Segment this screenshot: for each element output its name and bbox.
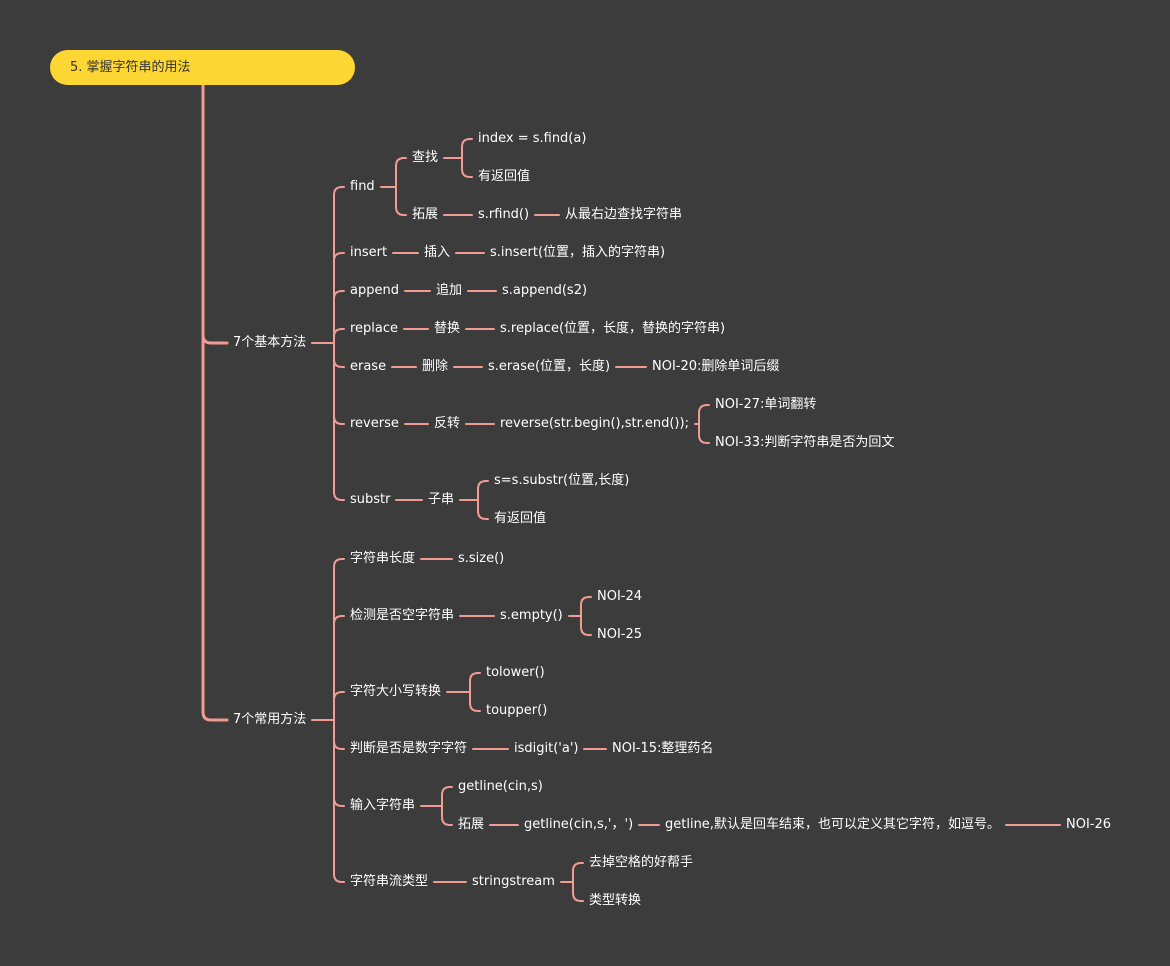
branch-connector (698, 404, 710, 425)
mindmap-node-1-3[interactable]: 判断是否是数字字符 (350, 741, 468, 756)
mindmap-node-reverse[interactable]: reverse (350, 416, 399, 431)
mindmap-node-erase[interactable]: erase (350, 359, 387, 374)
mindmap-node-0-3-0[interactable]: 替换 (434, 321, 461, 336)
mindmap-node-reverse-str-begin-str-end[interactable]: reverse(str.begin(),str.end()); (500, 416, 689, 431)
branch-connector (333, 342, 345, 501)
branch-connector (333, 691, 345, 721)
branch-connector (441, 805, 453, 826)
mindmap-node-1-0[interactable]: 字符串长度 (350, 551, 416, 566)
mindmap-node-noi-24[interactable]: NOI-24 (597, 589, 643, 604)
mindmap-node-1-5-0-1[interactable]: 类型转换 (589, 893, 642, 908)
branch-connector (461, 157, 473, 178)
mindmap-node-1-5-0-0[interactable]: 去掉空格的好帮手 (589, 855, 694, 870)
branch-connector (572, 862, 584, 883)
mindmap-node-noi-15[interactable]: NOI-15:整理药名 (612, 741, 714, 756)
mindmap-node-0-0-1-0-0[interactable]: 从最右边查找字符串 (565, 207, 683, 222)
branch-connector (469, 672, 481, 693)
branch-connector (333, 615, 345, 721)
branch-connector (477, 499, 489, 520)
mindmap-node-replace[interactable]: replace (350, 321, 399, 336)
mindmap-node-1-1[interactable]: 检测是否空字符串 (350, 608, 455, 623)
mindmap-node-1-4[interactable]: 输入字符串 (350, 798, 416, 813)
branch-connector (461, 138, 473, 159)
mindmap-node-tolower[interactable]: tolower() (486, 665, 545, 680)
branch-connector (698, 423, 710, 444)
branch-connector (333, 290, 345, 344)
branch-connector (333, 252, 345, 344)
mindmap-node-append[interactable]: append (350, 283, 399, 298)
mindmap-node-1-5[interactable]: 字符串流类型 (350, 874, 429, 889)
mindmap-node-0-2-0[interactable]: 追加 (436, 283, 463, 298)
branch-connector (441, 786, 453, 807)
branch-connector (333, 558, 345, 721)
mindmap-node-insert[interactable]: insert (350, 245, 388, 260)
mindmap-node-getline-cin-s[interactable]: getline(cin,s) (458, 779, 543, 794)
mindmap-node-s-empty[interactable]: s.empty() (500, 608, 563, 623)
mindmap-node-isdigit-a[interactable]: isdigit('a') (514, 741, 579, 756)
branch-connector (572, 881, 584, 902)
branch-connector (333, 328, 345, 344)
mindmap-node-s-replace[interactable]: s.replace(位置，长度，替换的字符串) (500, 321, 726, 336)
branch-connector (333, 342, 345, 368)
mindmap-node-getline[interactable]: getline,默认是回车结束，也可以定义其它字符，如逗号。 (665, 817, 1000, 832)
mindmap-node-substr[interactable]: substr (350, 492, 391, 507)
mindmap-node-1-2[interactable]: 字符大小写转换 (350, 684, 442, 699)
mindmap-node-stringstream[interactable]: stringstream (472, 874, 555, 889)
mindmap-node-getline-cin-s[interactable]: getline(cin,s,'，') (524, 817, 634, 832)
branch-connector (580, 596, 592, 617)
mindmap-node-s-s-substr[interactable]: s=s.substr(位置,长度) (494, 473, 630, 488)
mindmap-node-1-4-1[interactable]: 拓展 (458, 817, 485, 832)
mindmap-node-find[interactable]: find (350, 179, 375, 194)
branch-connector (477, 480, 489, 501)
mindmap-node-noi-20[interactable]: NOI-20:删除单词后缀 (652, 359, 780, 374)
mindmap-node-0-4-0[interactable]: 删除 (422, 359, 449, 374)
mindmap-node-noi-26[interactable]: NOI-26 (1066, 817, 1112, 832)
branch-connector (580, 615, 592, 636)
mindmap-node-s-append-s2[interactable]: s.append(s2) (502, 283, 588, 298)
mindmap-node-toupper[interactable]: toupper() (486, 703, 548, 718)
mindmap-node-s-insert[interactable]: s.insert(位置，插入的字符串) (490, 245, 666, 260)
mindmap-node-0-0-0-1[interactable]: 有返回值 (478, 169, 531, 184)
branch-connector (395, 157, 407, 188)
mindmap-node-0-0-0[interactable]: 查找 (412, 150, 439, 165)
mindmap-node-7[interactable]: 7个基本方法 (233, 335, 307, 350)
mindmap-node-0-0-1[interactable]: 拓展 (412, 207, 439, 222)
branch-connector (333, 186, 345, 344)
mindmap-node-0-5-0[interactable]: 反转 (434, 416, 461, 431)
branch-connector (333, 719, 345, 750)
mindmap-node-noi-33[interactable]: NOI-33:判断字符串是否为回文 (715, 435, 895, 450)
mindmap-root-node[interactable]: 5. 掌握字符串的用法 (50, 50, 355, 85)
mindmap-node-7[interactable]: 7个常用方法 (233, 712, 307, 727)
branch-connector (333, 719, 345, 883)
mindmap-node-0-6-0-1[interactable]: 有返回值 (494, 511, 547, 526)
mindmap-node-s-rfind[interactable]: s.rfind() (478, 207, 530, 222)
mindmap-node-noi-25[interactable]: NOI-25 (597, 627, 643, 642)
mindmap-node-s-size[interactable]: s.size() (458, 551, 505, 566)
mindmap-node-0-1-0[interactable]: 插入 (424, 245, 451, 260)
trunk-connector (201, 83, 229, 722)
trunk-connector (201, 83, 229, 345)
mindmap-node-index-s-find-a[interactable]: index = s.find(a) (478, 131, 587, 146)
mindmap-node-noi-27[interactable]: NOI-27:单词翻转 (715, 397, 817, 412)
branch-connector (333, 719, 345, 807)
mindmap-node-0-6-0[interactable]: 子串 (428, 492, 455, 507)
branch-connector (395, 186, 407, 216)
branch-connector (469, 691, 481, 712)
mindmap-node-s-erase[interactable]: s.erase(位置，长度) (488, 359, 611, 374)
branch-connector (333, 342, 345, 425)
